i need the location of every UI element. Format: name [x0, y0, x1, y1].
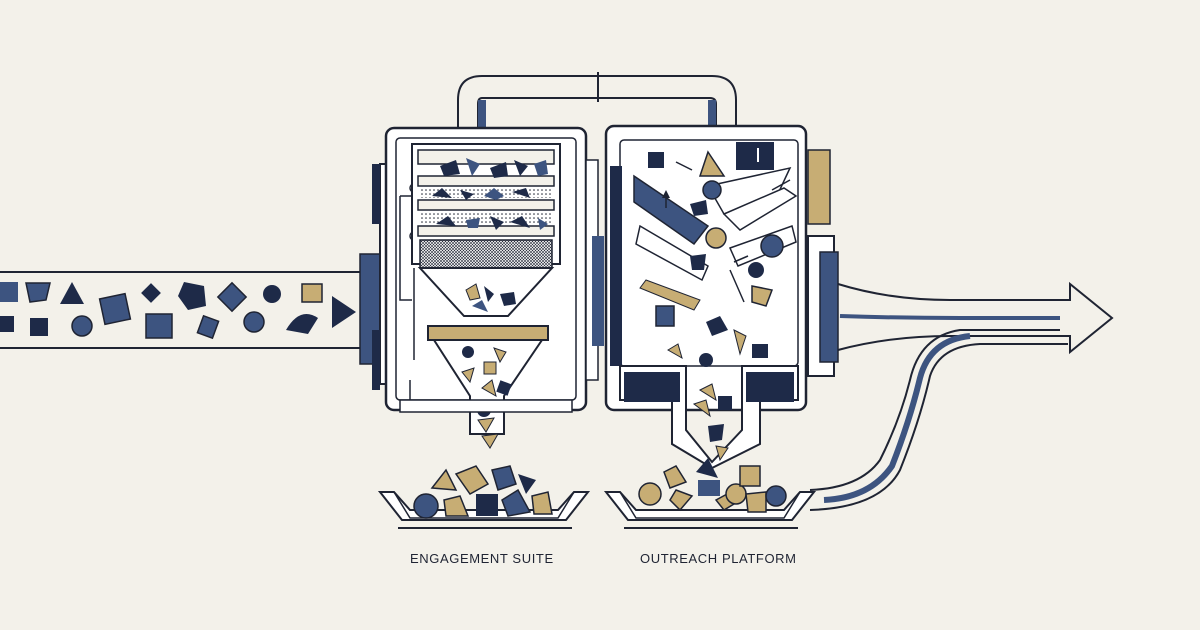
output-arrow-icon	[809, 281, 1114, 511]
pipe-joint-left	[478, 100, 486, 130]
pipe-joint-right	[708, 100, 716, 130]
top-connector-pipe	[457, 72, 737, 128]
mesh-filter-icon	[411, 143, 561, 269]
right-outlet-coupling	[807, 235, 839, 377]
collection-tray-icon	[603, 458, 817, 529]
input-arrow-icon	[332, 296, 356, 328]
input-conveyor	[0, 271, 380, 349]
outreach-platform-machine	[604, 124, 831, 470]
outreach-platform-label: OUTREACH PLATFORM	[640, 551, 797, 566]
engagement-suite-machine	[384, 126, 604, 449]
engagement-suite-label: ENGAGEMENT SUITE	[410, 551, 554, 566]
funnel-icon	[427, 325, 549, 449]
collection-tray-icon	[377, 465, 591, 529]
